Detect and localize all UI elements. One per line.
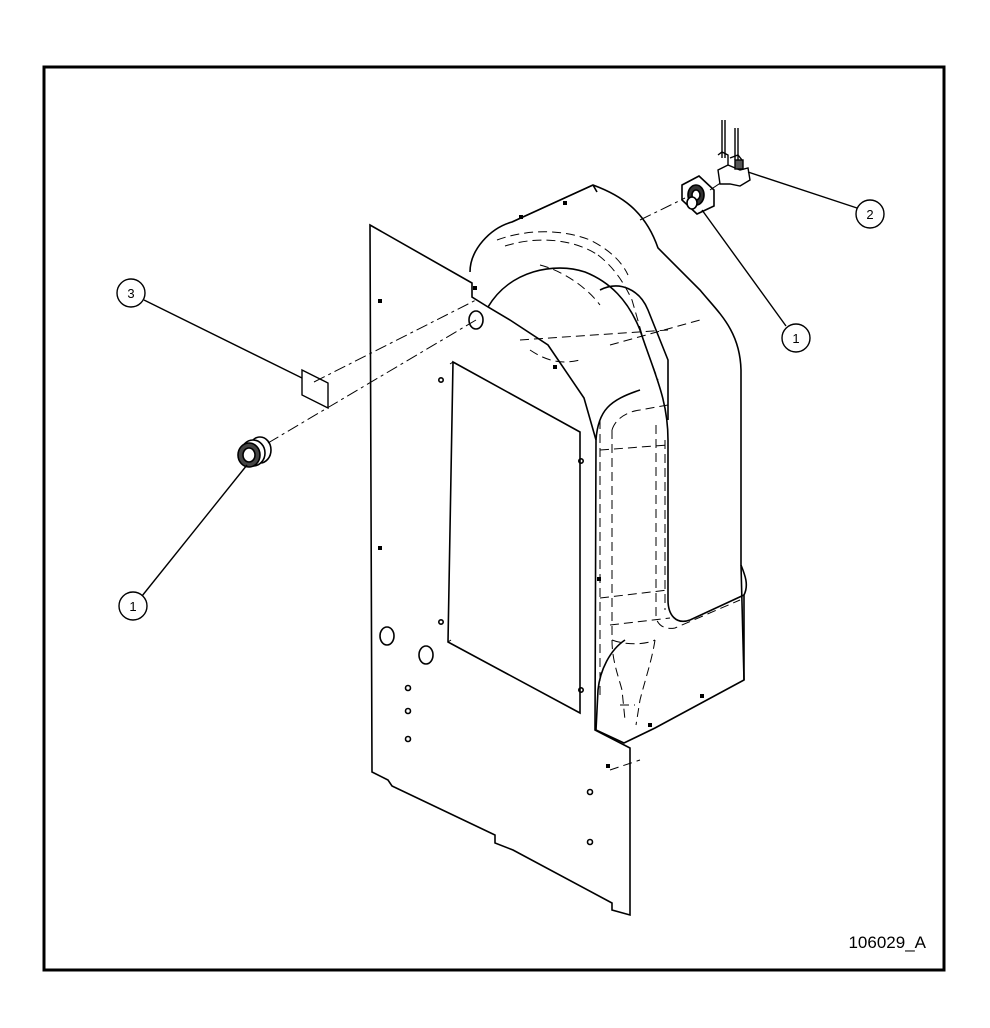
callout-3: 3: [116, 278, 303, 379]
panel-hole: [379, 626, 395, 646]
panel-hole: [418, 645, 434, 665]
callout-label: 1: [129, 599, 136, 614]
callout-label: 1: [792, 331, 799, 346]
callout-1-lower: 1: [118, 464, 248, 621]
duct-hidden-lines: [496, 231, 741, 771]
duct-housing: [469, 184, 748, 744]
callout-label: 2: [866, 207, 873, 222]
switch-connector: [717, 120, 751, 187]
callout-label: 3: [127, 286, 134, 301]
callout-1-upper: 1: [701, 209, 811, 353]
label-decal: [301, 368, 329, 410]
back-panel: [369, 223, 631, 917]
diagram-border: [42, 65, 946, 972]
grommet-lower: [237, 436, 272, 468]
assembly-lines: [267, 181, 723, 444]
grommet-upper: [681, 175, 715, 215]
panel-hole: [468, 310, 484, 330]
drawing-number: 106029_A: [848, 933, 926, 952]
callout-2: 2: [747, 171, 885, 229]
